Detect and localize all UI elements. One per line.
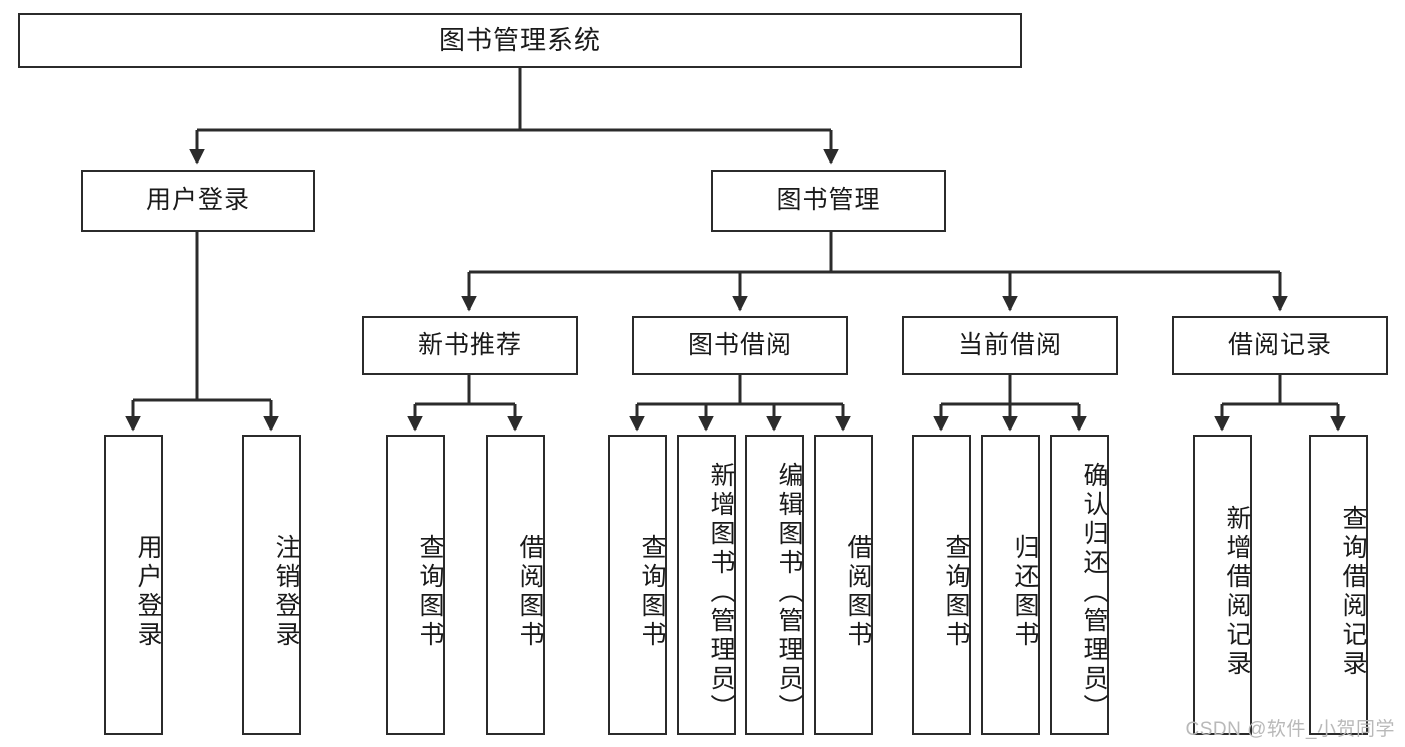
node-book-manage[interactable]: 图书管理: [711, 170, 946, 232]
node-borrow-record[interactable]: 借阅记录: [1172, 316, 1388, 375]
node-label: 查询借阅记录: [1339, 505, 1367, 679]
node-label: 新增图书（管理员）: [707, 461, 735, 723]
node-leaf-user-logout[interactable]: 注销登录: [242, 435, 301, 735]
node-label: 查询图书: [416, 534, 444, 650]
node-label: 借阅图书: [844, 534, 872, 650]
node-user-login[interactable]: 用户登录: [81, 170, 315, 232]
node-leaf-query-record[interactable]: 查询借阅记录: [1309, 435, 1368, 735]
node-root-system[interactable]: 图书管理系统: [18, 13, 1022, 68]
node-leaf-add-record[interactable]: 新增借阅记录: [1193, 435, 1252, 735]
node-leaf-edit-book[interactable]: 编辑图书（管理员）: [745, 435, 804, 735]
node-leaf-confirm-return[interactable]: 确认归还（管理员）: [1050, 435, 1109, 735]
node-current-borrow[interactable]: 当前借阅: [902, 316, 1118, 375]
node-label: 用户登录: [145, 186, 250, 215]
node-label: 新书推荐: [417, 330, 522, 359]
node-label: 图书借阅: [687, 330, 792, 359]
node-label: 确认归还（管理员）: [1080, 461, 1108, 723]
node-label: 图书管理: [776, 186, 881, 215]
node-label: 编辑图书（管理员）: [775, 461, 803, 723]
node-label: 当前借阅: [957, 330, 1062, 359]
node-label: 图书管理系统: [438, 25, 601, 56]
node-leaf-query-book-1[interactable]: 查询图书: [386, 435, 445, 735]
node-leaf-borrow-book-1[interactable]: 借阅图书: [486, 435, 545, 735]
node-leaf-query-book-2[interactable]: 查询图书: [608, 435, 667, 735]
node-label: 借阅图书: [516, 534, 544, 650]
node-label: 查询图书: [942, 534, 970, 650]
node-label: 用户登录: [134, 534, 162, 650]
node-book-borrow[interactable]: 图书借阅: [632, 316, 848, 375]
node-label: 借阅记录: [1227, 330, 1332, 359]
node-leaf-query-book-3[interactable]: 查询图书: [912, 435, 971, 735]
node-label: 注销登录: [272, 534, 300, 650]
node-new-book-recommend[interactable]: 新书推荐: [362, 316, 578, 375]
node-label: 新增借阅记录: [1223, 505, 1251, 679]
node-leaf-return-book[interactable]: 归还图书: [981, 435, 1040, 735]
node-leaf-add-book[interactable]: 新增图书（管理员）: [677, 435, 736, 735]
node-label: 归还图书: [1011, 534, 1039, 650]
node-leaf-user-login[interactable]: 用户登录: [104, 435, 163, 735]
node-leaf-borrow-book-2[interactable]: 借阅图书: [814, 435, 873, 735]
node-label: 查询图书: [638, 534, 666, 650]
